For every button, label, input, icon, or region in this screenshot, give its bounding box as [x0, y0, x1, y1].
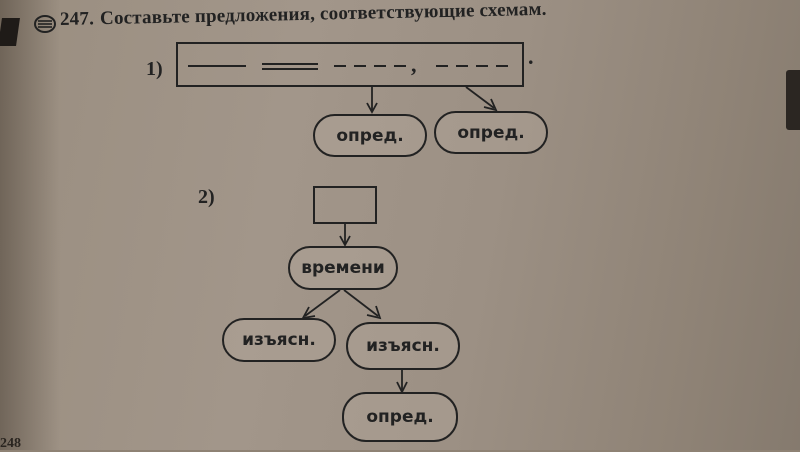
page-edge-tab [786, 70, 800, 130]
scheme1-underlines [188, 63, 508, 70]
scheme1-arrows [366, 86, 498, 114]
scheme2-explanatory-label-1: изъясн. [242, 330, 316, 350]
scheme1-definition-clause-1: опред. [313, 114, 427, 157]
scheme1-sentence-box [176, 42, 524, 87]
next-exercise-fragment: 248 [0, 436, 21, 451]
svg-text:,: , [411, 52, 417, 77]
scheme1-period: . [528, 44, 534, 69]
scheme2-time-label: времени [301, 258, 385, 278]
scheme1-label: 1) [146, 58, 163, 80]
scheme2-explanatory-clause-2: изъясн. [346, 322, 460, 370]
scheme2-label: 2) [198, 186, 215, 208]
exercise-written-icon [34, 15, 56, 33]
scheme2-main-clause-box [313, 186, 377, 224]
scheme1-definition-clause-2: опред. [434, 111, 548, 154]
scheme1-definition-label-2: опред. [457, 122, 525, 143]
scheme2-explanatory-label-2: изъясн. [366, 336, 440, 356]
scheme2-explanatory-clause-1: изъясн. [222, 318, 336, 362]
scheme2-arrows [301, 224, 408, 395]
scheme2-definition-clause: опред. [342, 392, 458, 442]
page-shadow [0, 0, 60, 450]
scheme2-time-clause: времени [288, 246, 398, 290]
scheme2-definition-label: опред. [366, 407, 434, 427]
scheme1-definition-label-1: опред. [336, 125, 404, 146]
